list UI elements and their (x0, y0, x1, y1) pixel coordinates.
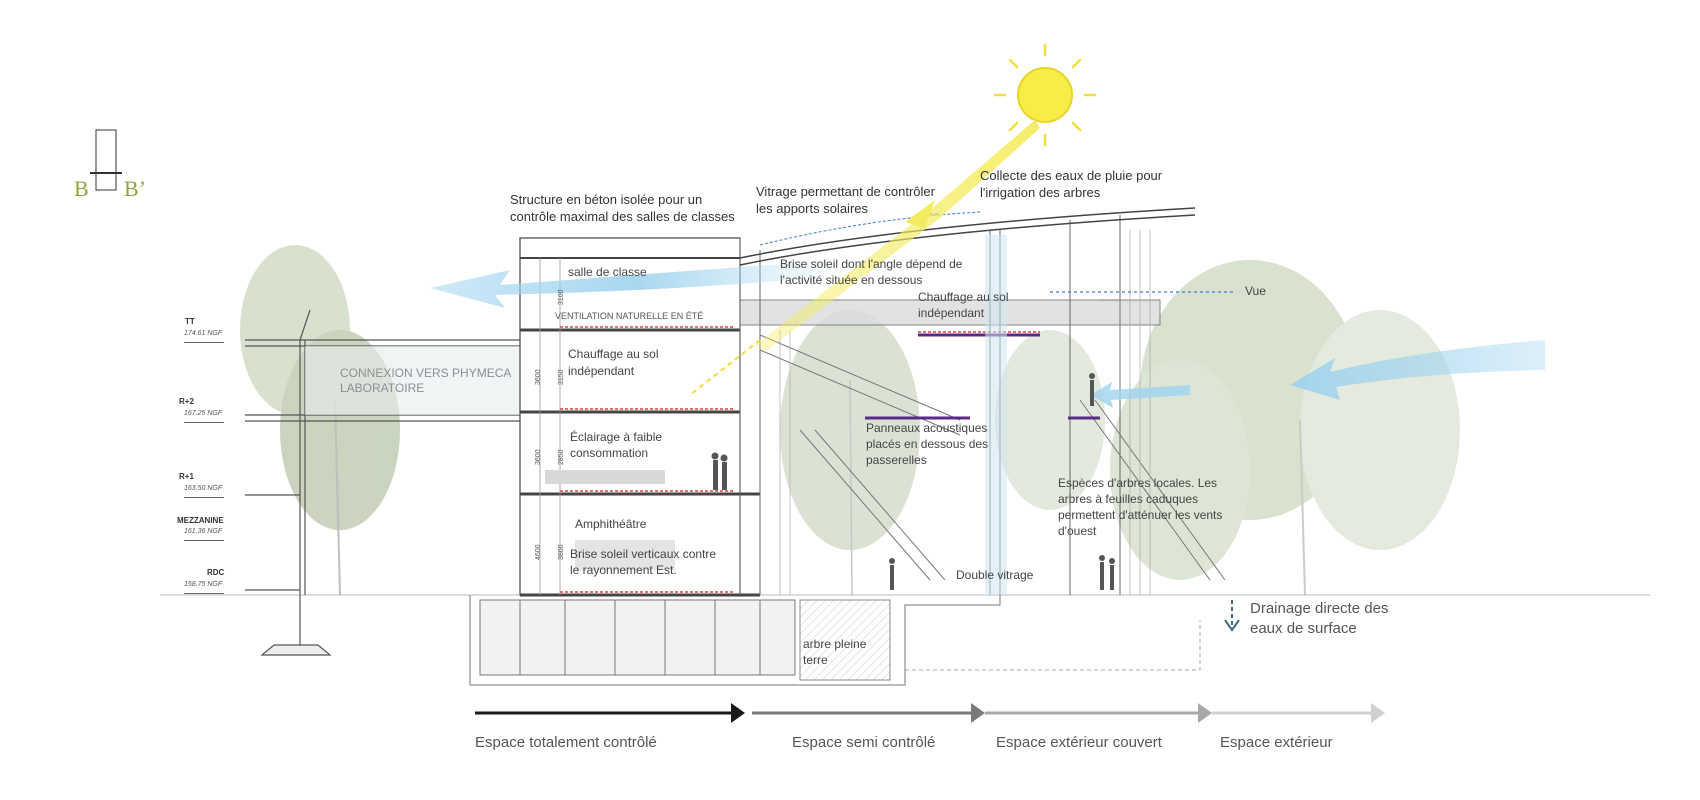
section-key-left: B (74, 176, 89, 201)
label-structure-1: Structure en béton isolée pour un (510, 192, 703, 207)
label-chauffage-gauche-1: Chauffage au sol (568, 347, 659, 361)
label-drainage-1: Drainage directe des (1250, 600, 1389, 617)
level-r2: R+2 (179, 397, 194, 406)
zone-label-3: Espace extérieur couvert (996, 734, 1162, 751)
dimension-2: 3600 (535, 369, 542, 385)
interior-furniture (545, 470, 675, 570)
dimension-1: 3100 (558, 289, 565, 305)
vitrage-dashes (759, 211, 981, 246)
level-rdc: RDC (207, 568, 225, 577)
label-arbre-2: terre (803, 653, 828, 667)
label-especes-3: permettent d'atténuer les vents (1058, 508, 1223, 522)
label-arbre-1: arbre pleine (803, 637, 867, 651)
label-double-vitrage: Double vitrage (956, 568, 1034, 582)
dimension-5: 2850 (558, 449, 565, 465)
dimension-3: 3150 (558, 369, 565, 385)
label-collecte-2: l'irrigation des arbres (980, 185, 1101, 200)
label-vitrage-1: Vitrage permettant de contrôler (756, 184, 935, 199)
section-key-icon (90, 129, 122, 191)
label-amphi: Amphithéâtre (575, 517, 647, 531)
level-tt: TT (185, 317, 195, 326)
label-panneaux-3: passerelles (866, 453, 927, 467)
dimension-6: 4600 (535, 544, 542, 560)
level-r1-ngf: 163.50 NGF (184, 480, 225, 498)
label-structure-2: contrôle maximal des salles de classes (510, 209, 735, 224)
vertical-brise-soleil (779, 230, 1151, 595)
label-salle: salle de classe (568, 265, 647, 279)
passerelles (865, 333, 1100, 420)
trees-atrium (780, 310, 1105, 596)
section-key-right: B’ (124, 176, 146, 201)
dimension-7: 3800 (558, 544, 565, 560)
label-chauffage-gauche-2: indépendant (568, 364, 635, 378)
air-arrow-left (430, 260, 840, 308)
label-ventilation: VENTILATION NATURELLE EN ÉTÉ (555, 311, 704, 321)
label-brise-angle-1: Brise soleil dont l'angle dépend de (780, 257, 963, 271)
label-chauffage-droite-1: Chauffage au sol (918, 290, 1009, 304)
sun-ray-dashed (689, 339, 761, 396)
people-silhouettes (711, 373, 1115, 590)
label-brise-angle-2: l'activité située en dessous (780, 273, 923, 287)
label-brise-vert-2: le rayonnement Est. (570, 563, 677, 577)
label-chauffage-droite-2: indépendant (918, 306, 985, 320)
sun-icon (993, 43, 1097, 147)
level-mezzanine: MEZZANINE (177, 516, 224, 525)
air-arrow-right (1290, 340, 1545, 400)
level-r1: R+1 (179, 472, 194, 481)
label-collecte-1: Collecte des eaux de pluie pour (980, 168, 1163, 183)
label-drainage-2: eaux de surface (1250, 620, 1357, 637)
air-arrow-mid (1090, 382, 1190, 408)
zone-label-2: Espace semi contrôlé (792, 734, 936, 751)
connexion-bridge (305, 346, 520, 415)
zone-label-4: Espace extérieur (1220, 734, 1333, 751)
glazing-column (985, 235, 1007, 595)
label-vitrage-2: les apports solaires (756, 201, 868, 216)
label-eclairage-1: Éclairage à faible (570, 430, 663, 444)
level-rdc-ngf: 158.75 NGF (184, 576, 225, 594)
sun-ray-arrow (905, 200, 935, 228)
zone-arrow-head (1198, 703, 1212, 723)
heating-strips (560, 326, 1040, 593)
label-connexion-2: LABORATOIRE (340, 381, 425, 395)
label-connexion-1: CONNEXION VERS PHYMECA (340, 366, 512, 380)
label-panneaux-1: Panneaux acoustiques (866, 421, 988, 435)
sun-ray (755, 120, 1040, 352)
level-tt-ngf: 174.61 NGF (184, 325, 225, 343)
zone-label-1: Espace totalement contrôlé (475, 734, 657, 751)
label-especes-2: arbres à feuilles caduques (1058, 492, 1199, 506)
level-r2-ngf: 167.25 NGF (184, 405, 225, 423)
basement (469, 595, 1201, 686)
dimension-4: 3600 (535, 449, 542, 465)
zone-arrows (475, 703, 1385, 723)
tree-right (1110, 260, 1460, 596)
tree-left (240, 245, 400, 596)
label-brise-vert-1: Brise soleil verticaux contre (570, 547, 717, 561)
zone-arrow-head (971, 703, 985, 723)
level-mezzanine-ngf: 161.36 NGF (184, 523, 225, 541)
label-panneaux-2: placés en dessous des (866, 437, 989, 451)
zone-arrow-head (731, 703, 745, 723)
label-vue: Vue (1245, 284, 1266, 298)
label-eclairage-2: consommation (570, 446, 649, 460)
label-especes-1: Espèces d'arbres locales. Les (1058, 476, 1218, 490)
label-especes-4: d'ouest (1058, 524, 1097, 538)
drainage-arrow (1224, 600, 1240, 632)
zone-arrow-head (1371, 703, 1385, 723)
